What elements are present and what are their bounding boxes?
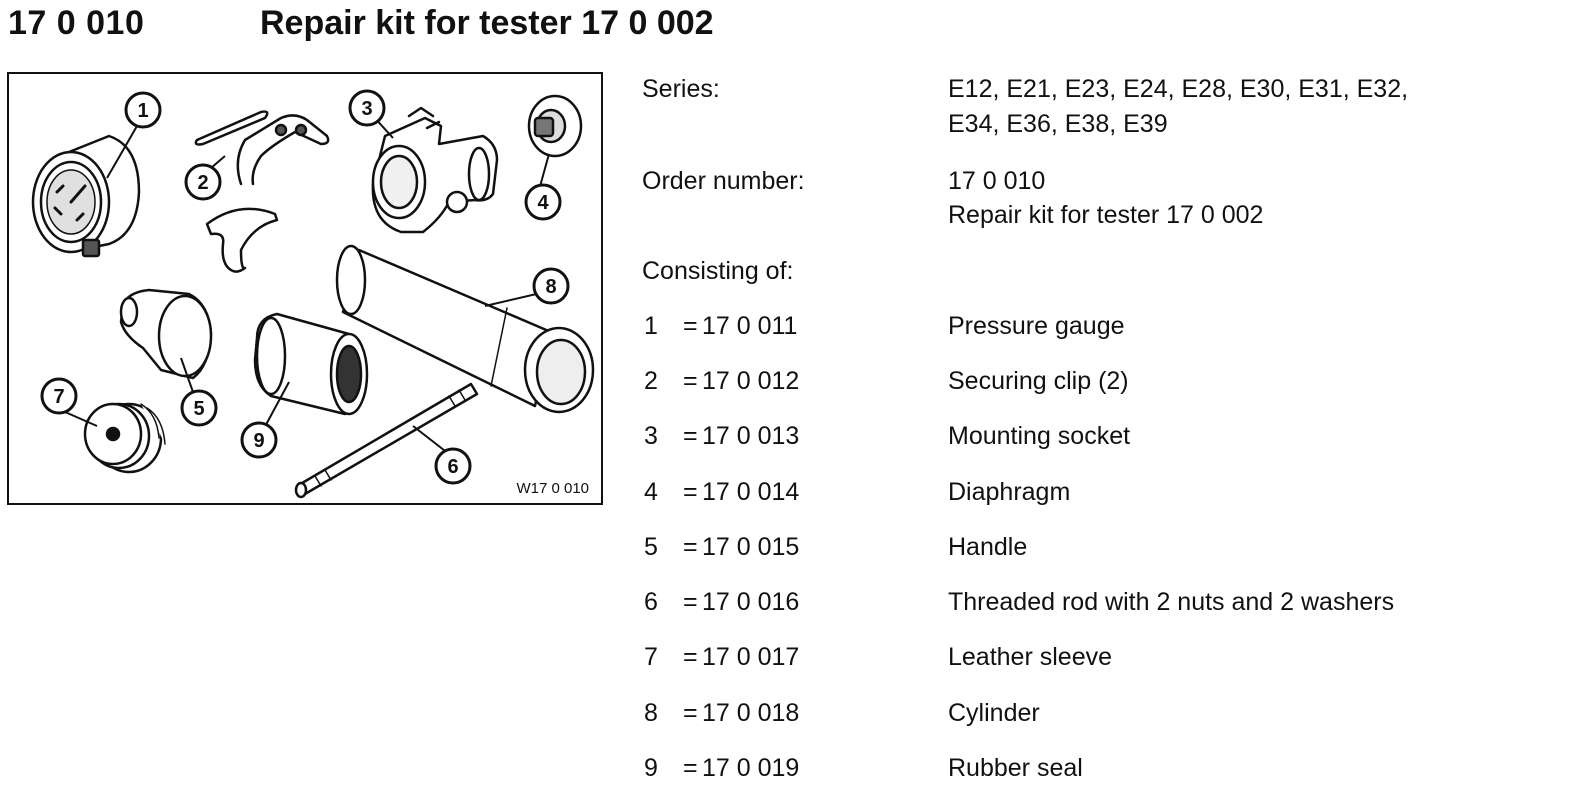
series-label: Series:: [642, 75, 720, 103]
cylinder-drawing: [335, 244, 595, 414]
equals-sign: =: [683, 312, 698, 340]
leather-sleeve-drawing: [83, 402, 166, 474]
part-description: Mounting socket: [948, 422, 1131, 450]
figure-id-label: W17 0 010: [516, 480, 589, 497]
part-order-number: 17 0 019: [702, 754, 800, 782]
mounting-socket-drawing: [371, 106, 499, 234]
part-order-number: 17 0 017: [702, 643, 800, 671]
equals-sign: =: [683, 643, 698, 671]
series-line-2: E34, E36, E38, E39: [948, 110, 1168, 138]
part-number: 6: [644, 588, 658, 616]
callout-7: 7: [53, 386, 64, 408]
callout-3: 3: [361, 98, 372, 120]
part-description: Handle: [948, 533, 1028, 561]
parts-drawing: 1 2 3 4 5 6 7 8 9: [31, 89, 595, 499]
equals-sign: =: [683, 478, 698, 506]
callout-6: 6: [447, 456, 458, 478]
part-order-number: 17 0 018: [702, 699, 800, 727]
equals-sign: =: [683, 588, 698, 616]
pressure-gauge-drawing: [31, 134, 141, 258]
callout-9: 9: [253, 430, 264, 452]
part-number: 7: [644, 643, 658, 671]
equals-sign: =: [683, 422, 698, 450]
part-number: 3: [644, 422, 658, 450]
part-description: Rubber seal: [948, 754, 1083, 782]
diaphragm-drawing: [527, 94, 583, 158]
callout-8: 8: [545, 276, 556, 298]
part-order-number: 17 0 016: [702, 588, 800, 616]
rubber-seal-drawing: [253, 312, 369, 416]
consisting-of-label: Consisting of:: [642, 257, 794, 285]
callout-1: 1: [137, 100, 148, 122]
part-order-number: 17 0 015: [702, 533, 800, 561]
part-order-number: 17 0 013: [702, 422, 800, 450]
part-description: Securing clip (2): [948, 367, 1129, 395]
list-item: 7 = 17 0 017 Leather sleeve: [642, 641, 1572, 674]
part-number: 5: [644, 533, 658, 561]
page-title: Repair kit for tester 17 0 002: [260, 4, 714, 42]
part-number: 1: [644, 312, 658, 340]
list-item: 2 = 17 0 012 Securing clip (2): [642, 365, 1572, 398]
threaded-rod-drawing: [294, 382, 479, 499]
part-order-number: 17 0 012: [702, 367, 800, 395]
part-description: Diaphragm: [948, 478, 1071, 506]
callout-5: 5: [193, 398, 204, 420]
kit-number: 17 0 010: [8, 4, 145, 42]
part-number: 8: [644, 699, 658, 727]
part-description: Threaded rod with 2 nuts and 2 washers: [948, 588, 1395, 616]
parts-illustration: 1 2 3 4 5 6 7 8 9 W17 0 010: [7, 72, 603, 505]
equals-sign: =: [683, 754, 698, 782]
part-order-number: 17 0 014: [702, 478, 800, 506]
list-item: 4 = 17 0 014 Diaphragm: [642, 476, 1572, 509]
handle-drawing: [119, 288, 213, 380]
part-order-number: 17 0 011: [702, 312, 798, 340]
order-number-label: Order number:: [642, 167, 805, 195]
part-number: 9: [644, 754, 658, 782]
list-item: 8 = 17 0 018 Cylinder: [642, 697, 1572, 730]
part-description: Cylinder: [948, 699, 1040, 727]
part-number: 2: [644, 367, 658, 395]
list-item: 1 = 17 0 011 Pressure gauge: [642, 310, 1572, 343]
list-item: 3 = 17 0 013 Mounting socket: [642, 420, 1572, 453]
list-item: 5 = 17 0 015 Handle: [642, 531, 1572, 564]
part-description: Pressure gauge: [948, 312, 1125, 340]
callout-2: 2: [197, 172, 208, 194]
order-number-value: 17 0 010: [948, 167, 1046, 195]
part-number: 4: [644, 478, 658, 506]
equals-sign: =: [683, 367, 698, 395]
series-line-1: E12, E21, E23, E24, E28, E30, E31, E32,: [948, 75, 1409, 103]
part-description: Leather sleeve: [948, 643, 1113, 671]
list-item: 6 = 17 0 016 Threaded rod with 2 nuts an…: [642, 586, 1572, 619]
securing-clip-drawing: [194, 110, 330, 273]
equals-sign: =: [683, 699, 698, 727]
callout-4: 4: [537, 192, 549, 214]
order-description: Repair kit for tester 17 0 002: [948, 201, 1264, 229]
equals-sign: =: [683, 533, 698, 561]
list-item: 9 = 17 0 019 Rubber seal: [642, 752, 1572, 785]
